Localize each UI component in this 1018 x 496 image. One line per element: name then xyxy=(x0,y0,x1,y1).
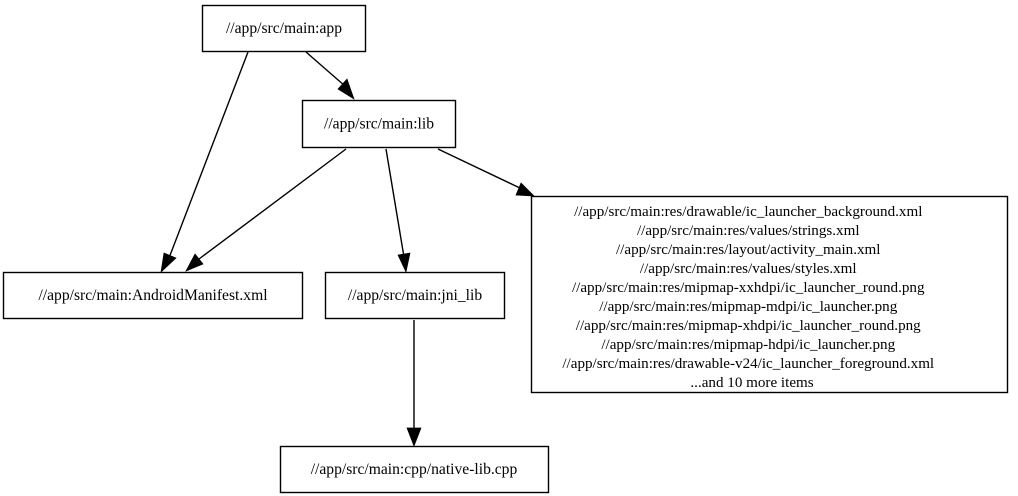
edge-app-to-lib xyxy=(305,51,355,100)
node-resources-line-10: ...and 10 more items xyxy=(690,375,813,391)
node-resources-line-2: //app/src/main:res/values/strings.xml xyxy=(637,223,860,239)
node-resources-line-9: //app/src/main:res/drawable-v24/ic_launc… xyxy=(562,356,934,372)
graph-nodes: //app/src/main:app //app/src/main:lib //… xyxy=(2,4,1009,494)
svg-text://app/src/main:res/drawable/ic: //app/src/main:res/drawable/ic_launcher_… xyxy=(562,204,975,391)
node-resources[interactable]: //app/src/main:res/drawable/ic_launcher_… xyxy=(530,195,1009,394)
node-resources-line-8: //app/src/main:res/mipmap-hdpi/ic_launch… xyxy=(601,337,895,353)
node-jni-lib-label: //app/src/main:jni_lib xyxy=(348,287,482,304)
node-resources-line-4: //app/src/main:res/values/styles.xml xyxy=(640,261,857,277)
node-resources-line-7: //app/src/main:res/mipmap-xhdpi/ic_launc… xyxy=(576,318,921,334)
node-app-label: //app/src/main:app xyxy=(226,20,342,37)
edge-lib-to-jni-lib xyxy=(385,148,411,274)
node-lib-label: //app/src/main:lib xyxy=(324,116,434,133)
node-resources-line-5: //app/src/main:res/mipmap-xxhdpi/ic_laun… xyxy=(572,280,925,296)
node-jni-lib[interactable]: //app/src/main:jni_lib xyxy=(324,271,506,320)
node-app[interactable]: //app/src/main:app xyxy=(201,4,367,53)
node-resources-line-1: //app/src/main:res/drawable/ic_launcher_… xyxy=(574,204,922,220)
edge-jni-lib-to-native-lib xyxy=(406,320,422,447)
node-resources-line-3: //app/src/main:res/layout/activity_main.… xyxy=(616,242,881,258)
edge-app-to-manifest xyxy=(160,51,249,273)
graph-edges xyxy=(160,51,535,447)
node-native-lib-cpp[interactable]: //app/src/main:cpp/native-lib.cpp xyxy=(279,445,550,494)
node-native-lib-cpp-label: //app/src/main:cpp/native-lib.cpp xyxy=(311,461,518,478)
edge-lib-to-resources xyxy=(437,148,535,197)
node-lib[interactable]: //app/src/main:lib xyxy=(301,99,457,149)
node-android-manifest[interactable]: //app/src/main:AndroidManifest.xml xyxy=(2,271,304,320)
node-resources-line-6: //app/src/main:res/mipmap-mdpi/ic_launch… xyxy=(599,299,897,315)
node-android-manifest-label: //app/src/main:AndroidManifest.xml xyxy=(38,287,268,304)
edge-lib-to-manifest xyxy=(185,148,347,272)
